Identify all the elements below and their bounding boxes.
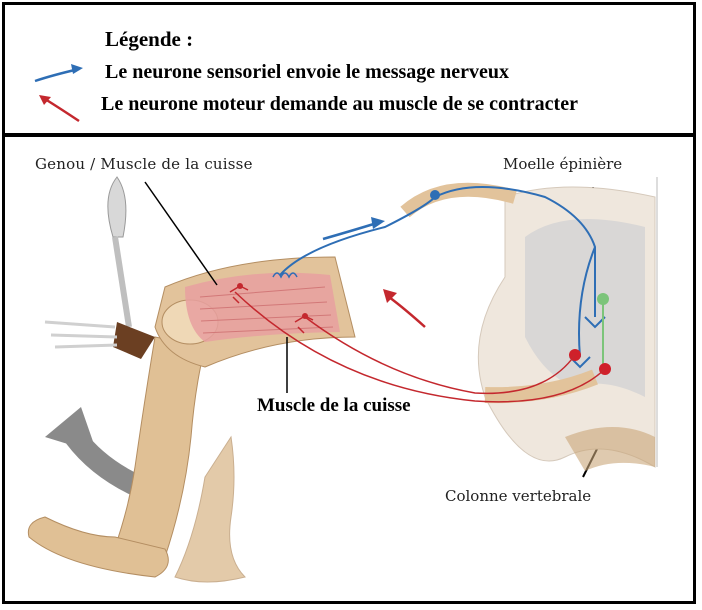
figure-frame: Légende : Le neurone sensoriel envoie le… (2, 2, 696, 604)
blue-arrow-icon (31, 59, 87, 93)
reflex-hammer (45, 177, 155, 359)
knee-leader-line (145, 182, 217, 285)
legend-panel: Légende : Le neurone sensoriel envoie le… (5, 5, 693, 137)
lower-leg (115, 337, 205, 557)
thigh-muscle-label: Muscle de la cuisse (257, 395, 411, 417)
red-arrow-icon (31, 91, 87, 125)
legend-sensory-text: Le neurone sensoriel envoie le message n… (105, 61, 509, 84)
reflex-arc-drawing (5, 137, 695, 603)
thigh-muscle (185, 273, 340, 342)
spine-label: Colonne vertebrale (445, 487, 591, 505)
spinal-body (565, 427, 655, 471)
knee-label: Genou / Muscle de la cuisse (35, 155, 253, 173)
spinal-cord-label: Moelle épinière (503, 155, 622, 173)
reflex-illustration: Genou / Muscle de la cuisse Moelle épini… (5, 137, 695, 603)
legend-title: Légende : (105, 27, 193, 52)
legend-motor-text: Le neurone moteur demande au muscle de s… (101, 93, 578, 116)
dorsal-root (405, 190, 515, 212)
